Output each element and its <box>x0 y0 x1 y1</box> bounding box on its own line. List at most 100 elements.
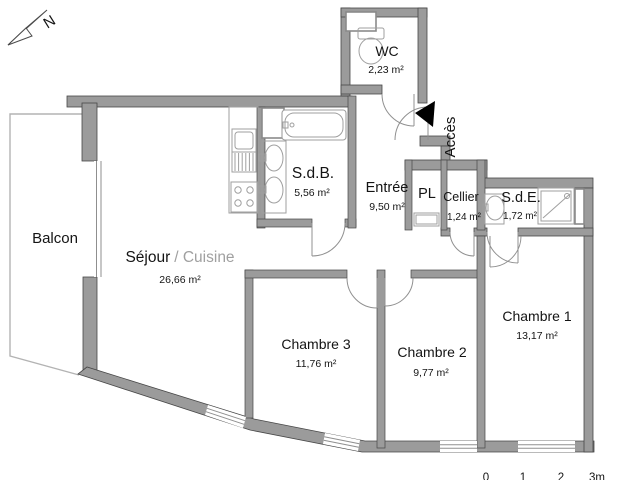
wall-segment <box>517 227 594 237</box>
doors <box>311 93 522 309</box>
room-area-sejour: 26,66 m² <box>159 274 201 286</box>
north-compass: N <box>7 9 59 46</box>
washbasin-icon <box>264 176 284 204</box>
wall-segment <box>583 187 594 453</box>
north-arrow-tail-icon <box>7 27 33 46</box>
chambre2-door-arc <box>384 277 414 307</box>
scale-bar: 0 1 2 3m <box>483 472 605 480</box>
balcony-border <box>9 113 82 376</box>
window-chambre2 <box>440 441 477 452</box>
shower-tray <box>540 190 572 222</box>
sdb-fixtures <box>258 107 347 214</box>
room-name-chambre2: Chambre 2 <box>397 344 466 360</box>
room-labels: WC 2,23 m² S.d.B. 5,56 m² Entrée 9,50 m²… <box>32 43 572 379</box>
drainboard-lines <box>234 153 254 171</box>
chambre3-door-arc <box>346 277 378 309</box>
room-area-cellier: 1,24 m² <box>447 212 482 223</box>
sde-door-arc <box>486 231 519 264</box>
access-marker: Accès <box>415 101 459 157</box>
room-area-sdb: 5,56 m² <box>294 187 330 199</box>
washbasin-icon <box>485 195 505 221</box>
window-glass-line <box>206 407 246 422</box>
shower-diagonal <box>542 193 571 219</box>
wall-segment <box>347 95 357 229</box>
wall-segment <box>256 106 266 229</box>
window-balcony <box>94 161 104 277</box>
wall-segment <box>82 276 98 374</box>
kitchen-drainboard <box>231 151 257 173</box>
wall-segment <box>410 269 482 279</box>
wc-cupboard <box>345 11 377 32</box>
wall-segment <box>477 177 594 189</box>
scale-tick-0: 0 <box>483 472 489 480</box>
room-name-chambre3: Chambre 3 <box>281 336 350 352</box>
north-label: N <box>41 12 59 32</box>
room-area-chambre2: 9,77 m² <box>413 367 449 379</box>
burner <box>234 199 242 207</box>
wall-segment <box>81 102 98 162</box>
duct-niche <box>574 188 585 225</box>
wc-fixtures <box>345 11 385 65</box>
window-chambre3 <box>323 433 360 451</box>
kitchen-sink-basin <box>234 131 254 150</box>
room-name-wc: WC <box>375 43 398 59</box>
room-area-chambre3: 11,76 m² <box>296 358 337 370</box>
wall-segment <box>440 159 448 231</box>
shower-icon <box>537 187 575 225</box>
duct-column <box>261 107 285 139</box>
cellier-door-arc <box>449 231 475 257</box>
kitchen-fixtures <box>228 106 259 214</box>
shower-drain <box>564 193 570 199</box>
entrance-door-arc <box>394 106 429 141</box>
wall-segment <box>404 159 413 231</box>
room-name-balcon: Balcon <box>32 230 78 247</box>
basin-tap <box>258 185 267 194</box>
room-area-sde: 1,72 m² <box>503 211 538 222</box>
room-area-entree: 9,50 m² <box>369 201 405 213</box>
wall-segment <box>417 7 428 104</box>
scale-tick-2: 2 <box>558 472 564 480</box>
cuisine-name-part: / Cuisine <box>174 249 234 266</box>
room-area-wc: 2,23 m² <box>368 64 404 76</box>
bathtub-icon <box>281 109 347 141</box>
window-glass-line <box>205 411 245 425</box>
toilet-icon <box>358 37 384 65</box>
scale-tick-3m: 3m <box>589 472 605 480</box>
wall-segment <box>256 218 313 228</box>
basin-tap <box>482 203 489 212</box>
room-name-sejour: Séjour/ Cuisine <box>125 249 234 266</box>
wall-segment <box>66 95 353 108</box>
room-name-sde: S.d.E. <box>501 190 541 206</box>
bathtub-tap <box>282 121 289 129</box>
room-name-pl: PL <box>418 186 436 202</box>
access-label: Accès <box>442 117 459 158</box>
washbasin-icon <box>264 144 284 172</box>
bathtub-inner <box>284 112 344 138</box>
access-arrow-icon <box>415 101 435 127</box>
stove-icon <box>230 181 258 213</box>
windows <box>94 161 575 452</box>
burner <box>234 186 242 194</box>
room-area-chambre1: 13,17 m² <box>516 330 558 342</box>
exterior-walls <box>66 7 595 453</box>
balcony-outline <box>9 113 82 376</box>
pl-closet <box>413 212 440 227</box>
burner <box>246 199 254 207</box>
sde-fixtures <box>482 187 585 225</box>
wall-segment <box>340 84 383 95</box>
sejour-name-part: Séjour <box>125 249 170 266</box>
kitchen-counter <box>228 106 259 214</box>
wall-segment <box>244 269 348 279</box>
room-name-entree: Entrée <box>366 180 409 196</box>
wall-segment <box>419 135 451 147</box>
wall-segment <box>476 235 486 449</box>
scale-tick-1: 1 <box>520 472 526 480</box>
room-name-cellier: Cellier <box>443 190 478 204</box>
sdb-door-arc <box>311 222 346 257</box>
wc-door-arc <box>381 93 415 127</box>
wall-segment <box>376 269 386 449</box>
basin-tap <box>258 153 267 162</box>
closet-shelf <box>413 212 440 227</box>
